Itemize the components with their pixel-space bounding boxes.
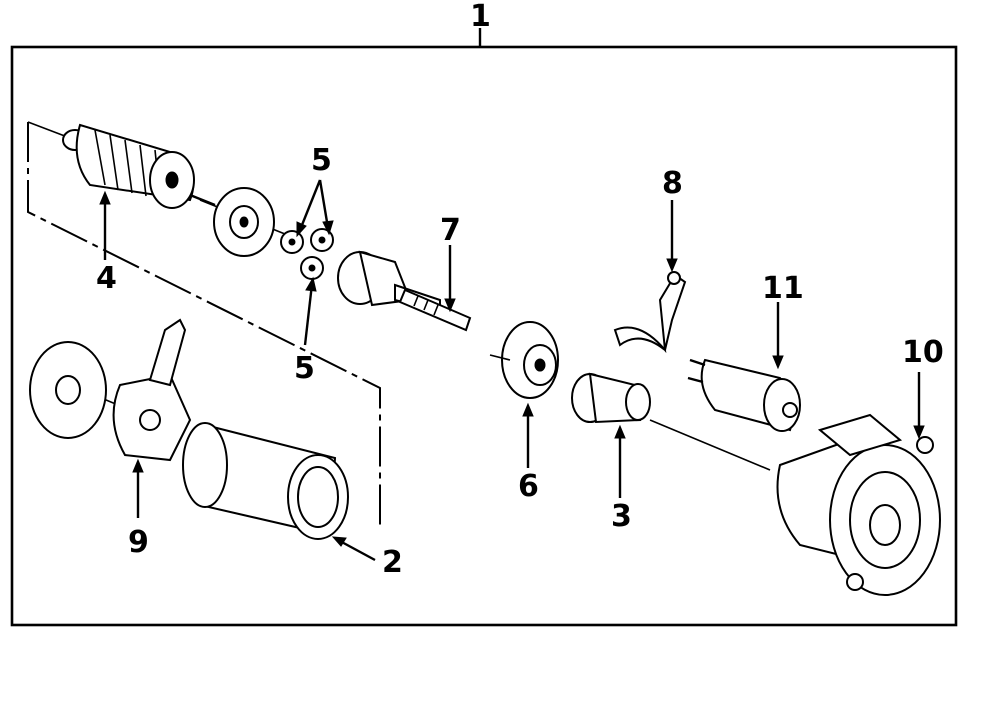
diagram-frame (10, 45, 958, 627)
brush-holder-part-9 (112, 318, 192, 462)
callout-6: 6 (518, 469, 539, 504)
callout-1: 1 (470, 0, 491, 34)
solenoid-part-11 (687, 358, 801, 432)
callout-leaders (99, 179, 925, 562)
callout-2: 2 (382, 545, 403, 580)
planetary-gears-part-5 (280, 228, 334, 280)
drive-end-plate (213, 187, 275, 257)
callout-8: 8 (662, 166, 683, 201)
armature-assembly-dashed-line (27, 122, 381, 530)
armature-part-4 (62, 123, 216, 209)
callout-9: 9 (128, 525, 149, 560)
upper-assembly-guide (27, 121, 71, 139)
callout-4: 4 (96, 261, 117, 296)
field-frame-part-2 (182, 422, 349, 540)
callout-7: 7 (440, 213, 461, 248)
callout-5-bottom: 5 (294, 351, 315, 386)
callout-10: 10 (902, 335, 944, 370)
end-cap (29, 341, 107, 439)
shift-lever-part-8 (613, 271, 687, 354)
callout-5-top: 5 (311, 143, 332, 178)
intermediate-housing-part-6 (489, 321, 559, 399)
output-shaft-part-7 (398, 288, 472, 332)
callout-11: 11 (762, 271, 804, 306)
drive-pinion-part-3 (571, 372, 651, 424)
drive-axis-line (649, 419, 771, 471)
starter-assembly-part-10 (776, 413, 941, 596)
callout-3: 3 (611, 499, 632, 534)
